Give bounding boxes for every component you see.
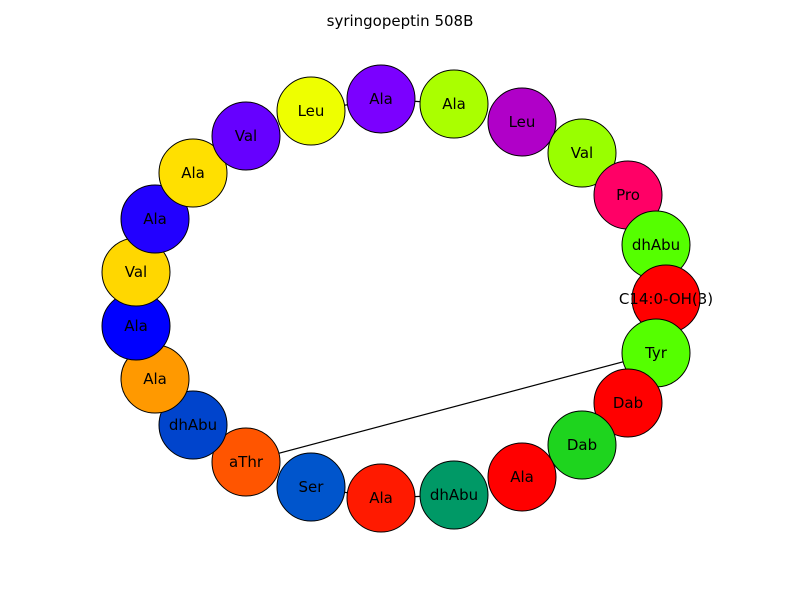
node-label: C14:0-OH(3): [619, 290, 713, 308]
node-circle: [487, 87, 557, 157]
node-circle: [487, 442, 557, 512]
node-label: Val: [125, 263, 147, 281]
node-label: Ala: [143, 370, 167, 388]
node-label: Leu: [298, 102, 325, 120]
node-circle: [346, 463, 416, 533]
node-label: dhAbu: [430, 486, 478, 504]
node-circle: [120, 184, 190, 254]
node-n17: Ala: [120, 344, 190, 414]
node-n15: aThr: [211, 427, 281, 497]
node-label: dhAbu: [169, 416, 217, 434]
node-n23: Leu: [276, 76, 346, 146]
node-circle: [419, 69, 489, 139]
node-label: Ala: [124, 317, 148, 335]
node-label: Pro: [616, 186, 640, 204]
node-label: Leu: [509, 113, 536, 131]
node-n13: Ala: [346, 463, 416, 533]
node-label: Ala: [369, 90, 393, 108]
node-circle: [547, 410, 617, 480]
node-circle: [211, 101, 281, 171]
node-label: Dab: [613, 394, 643, 412]
node-circle: [547, 118, 617, 188]
node-label: Dab: [567, 436, 597, 454]
node-n14: Ser: [276, 452, 346, 522]
node-circle: [419, 460, 489, 530]
node-n9: Dab: [593, 368, 663, 438]
node-n7: C14:0-OH(3): [619, 264, 713, 334]
node-n20: Ala: [120, 184, 190, 254]
node-n16: dhAbu: [158, 390, 228, 460]
node-n10: Dab: [547, 410, 617, 480]
node-circle: [158, 138, 228, 208]
node-circle: [346, 64, 416, 134]
node-n11: Ala: [487, 442, 557, 512]
node-n1: Ala: [346, 64, 416, 134]
node-n12: dhAbu: [419, 460, 489, 530]
node-circle: [593, 368, 663, 438]
node-label: dhAbu: [632, 236, 680, 254]
node-label: Ala: [181, 164, 205, 182]
node-label: Tyr: [644, 344, 668, 362]
node-label: Val: [235, 127, 257, 145]
node-n18: Ala: [101, 291, 171, 361]
node-label: Ala: [143, 210, 167, 228]
node-circle: [158, 390, 228, 460]
node-n8: Tyr: [621, 318, 691, 388]
node-n4: Val: [547, 118, 617, 188]
node-n2: Ala: [419, 69, 489, 139]
node-circle: [276, 76, 346, 146]
node-label: Ala: [510, 468, 534, 486]
node-label: Ala: [442, 95, 466, 113]
node-n3: Leu: [487, 87, 557, 157]
node-n21: Ala: [158, 138, 228, 208]
node-n22: Val: [211, 101, 281, 171]
node-label: aThr: [229, 453, 264, 471]
node-circle: [276, 452, 346, 522]
node-label: Ala: [369, 489, 393, 507]
node-n19: Val: [101, 237, 171, 307]
node-label: Val: [571, 144, 593, 162]
node-label: Ser: [299, 478, 325, 496]
node-circle: [211, 427, 281, 497]
edge-n15-n8: [245, 352, 657, 463]
diagram-title: syringopeptin 508B: [327, 12, 474, 30]
